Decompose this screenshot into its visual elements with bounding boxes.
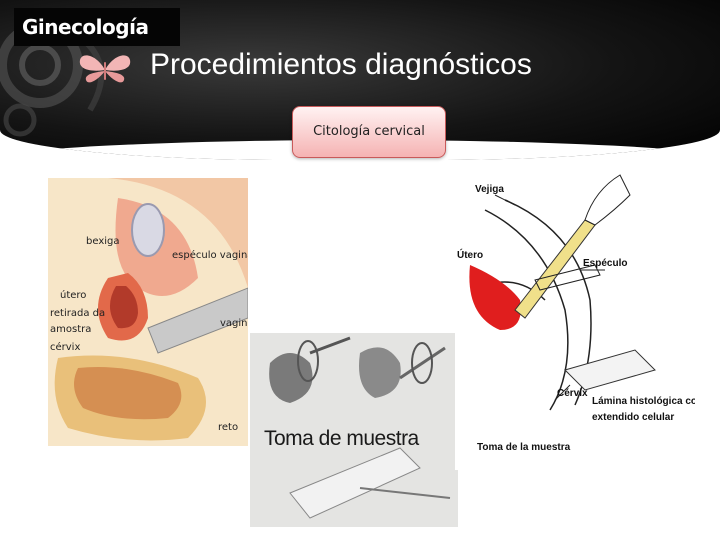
label-lamina-line1: Lámina histológica con el (592, 396, 695, 407)
label-utero: útero (60, 290, 87, 301)
sample-drawing (250, 333, 458, 527)
subtitle-box: Citología cervical (292, 106, 446, 158)
label-cervix: cérvix (50, 342, 81, 353)
anatomy-illustration: bexiga espéculo vaginal útero retirada d… (48, 178, 248, 446)
label-retirada: retirada da (50, 308, 106, 319)
label-amostra: amostra (50, 324, 92, 335)
label-vejiga: Vejiga (475, 184, 504, 195)
label-toma-muestra: Toma de la muestra (477, 442, 571, 453)
page-title: Procedimientos diagnósticos (150, 48, 532, 81)
label-vagina: vagina (220, 318, 248, 329)
label-especulo: Espéculo (583, 258, 628, 269)
label-especulo-vaginal: espéculo vaginal (172, 250, 248, 261)
procedure-drawing (469, 174, 656, 411)
anatomy-drawing (48, 178, 248, 446)
procedure-diagram: Vejiga Útero Espéculo Cérvix Lámina hist… (455, 170, 695, 470)
label-reto: reto (218, 422, 239, 433)
label-cervix-right: Cérvix (557, 388, 588, 399)
butterfly-icon (79, 55, 131, 83)
label-bexiga: bexiga (86, 236, 120, 247)
section-badge: Ginecología (14, 8, 180, 46)
sample-collection-photo: Toma de muestra (250, 333, 458, 527)
sample-caption: Toma de muestra (264, 427, 419, 450)
label-utero-right: Útero (457, 250, 484, 261)
label-lamina-line2: extendido celular (592, 412, 675, 423)
